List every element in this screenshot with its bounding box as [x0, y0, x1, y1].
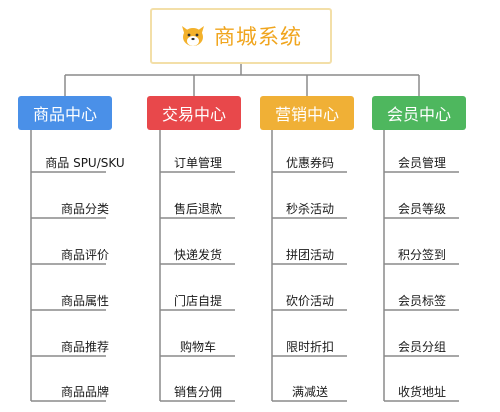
list-item: 商品分类: [60, 202, 109, 216]
column-header-product: 商品中心: [18, 96, 112, 130]
list-item: 秒杀活动: [285, 202, 334, 216]
list-item: 会员标签: [397, 294, 446, 308]
list-item: 积分签到: [397, 248, 446, 262]
column-header-member: 会员中心: [372, 96, 466, 130]
list-item: 快递发货: [173, 248, 222, 262]
fox-logo-icon: [182, 26, 204, 46]
root-node: 商城系统: [150, 8, 332, 64]
list-item: 商品推荐: [60, 340, 109, 354]
list-item: 拼团活动: [285, 248, 334, 262]
list-item: 收货地址: [397, 385, 446, 399]
column-header-marketing: 营销中心: [260, 96, 354, 130]
list-item: 砍价活动: [285, 294, 334, 308]
list-item: 售后退款: [173, 202, 222, 216]
list-item: 满减送: [291, 385, 328, 399]
list-item: 订单管理: [173, 156, 222, 170]
list-item: 会员分组: [397, 340, 446, 354]
list-item: 优惠券码: [285, 156, 334, 170]
list-item: 商品 SPU/SKU: [45, 156, 125, 170]
list-item: 商品评价: [60, 248, 109, 262]
list-item: 限时折扣: [285, 340, 334, 354]
list-item: 购物车: [179, 340, 216, 354]
list-item: 门店自提: [173, 294, 222, 308]
list-item: 会员管理: [397, 156, 446, 170]
list-item: 商品品牌: [60, 385, 109, 399]
list-item: 销售分佣: [173, 385, 222, 399]
column-header-trade: 交易中心: [147, 96, 241, 130]
root-title: 商城系统: [214, 25, 302, 49]
list-item: 会员等级: [397, 202, 446, 216]
list-item: 商品属性: [60, 294, 109, 308]
